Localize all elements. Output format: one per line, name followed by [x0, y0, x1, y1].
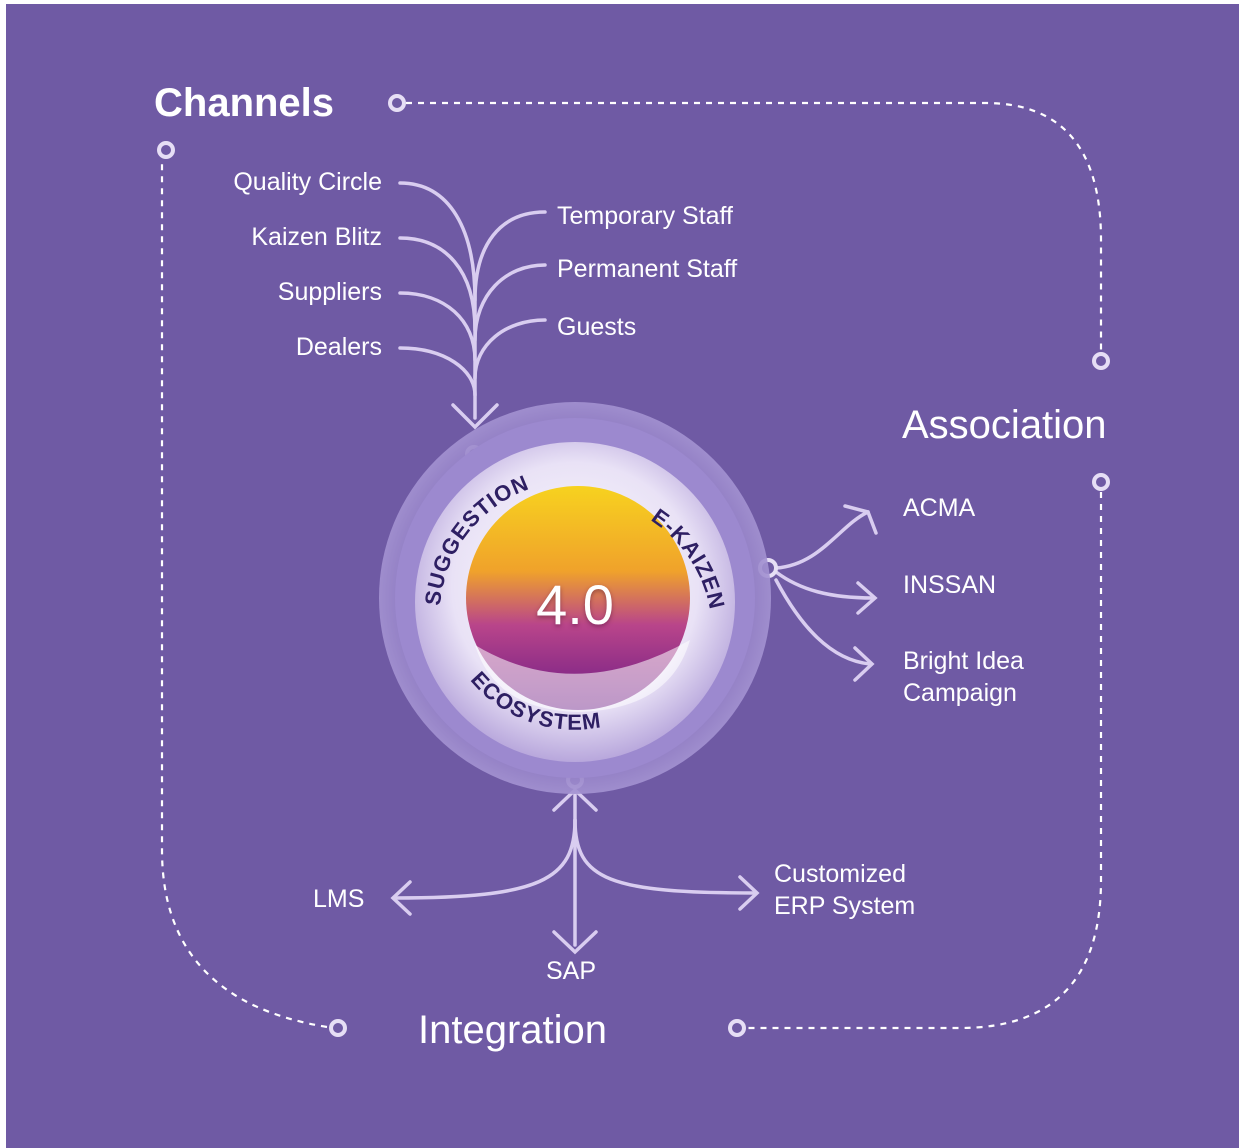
arrow-bright-idea — [853, 646, 875, 682]
dashed-channels-to-association — [406, 101, 1103, 350]
node-association-bottom — [1092, 473, 1110, 491]
flow-guests — [473, 318, 547, 380]
node-channels-left — [157, 141, 175, 159]
branch-bright-idea — [774, 578, 872, 666]
channel-item-permanent-staff: Permanent Staff — [557, 255, 738, 283]
node-integration-left — [329, 1019, 347, 1037]
flow-kaizen-blitz — [398, 236, 477, 332]
branch-inssan — [774, 570, 875, 600]
channels-heading: Channels — [154, 81, 335, 125]
core-sphere-highlight — [475, 640, 690, 712]
association-item-acma: ACMA — [903, 494, 976, 522]
dashed-association-to-integration — [748, 492, 1103, 1030]
arrow-acma — [843, 504, 878, 535]
integration-branch-lines — [390, 787, 760, 955]
arrow-lms — [390, 880, 412, 916]
channels-flow-lines — [398, 181, 547, 430]
arrow-down-channels — [451, 403, 499, 430]
integration-item-sap: SAP — [546, 957, 597, 985]
arrow-inssan — [856, 581, 878, 615]
arrow-erp — [738, 875, 760, 911]
node-channels-label — [388, 94, 406, 112]
arrow-sap — [552, 930, 598, 955]
branch-erp — [573, 818, 757, 895]
outer-dashed-loop — [160, 101, 1103, 1030]
integration-heading: Integration — [418, 1008, 608, 1052]
integration-item-erp-line2: ERP System — [774, 892, 916, 920]
integration-item-lms: LMS — [313, 885, 365, 913]
association-item-bright-idea: Bright Idea — [903, 647, 1024, 675]
channel-item-guests: Guests — [557, 313, 637, 341]
flow-permanent-staff — [473, 263, 547, 342]
core-emblem: SUGGESTION E-KAIZEN ECOSYSTEM — [379, 402, 771, 794]
channel-item-kaizen-blitz: Kaizen Blitz — [251, 223, 382, 251]
flow-suppliers — [398, 291, 477, 362]
channel-item-temporary-staff: Temporary Staff — [557, 202, 734, 230]
flow-dealers — [398, 346, 477, 397]
dashed-integration-to-channels — [160, 162, 328, 1029]
node-integration-right — [728, 1019, 746, 1037]
channel-item-suppliers: Suppliers — [277, 278, 382, 306]
core-sphere — [466, 486, 690, 710]
association-heading: Association — [902, 403, 1107, 447]
association-item-inssan: INSSAN — [903, 571, 997, 599]
core-version: 4.0 — [536, 573, 614, 636]
channel-item-quality-circle: Quality Circle — [233, 168, 382, 196]
branch-lms — [393, 818, 577, 900]
branch-acma — [774, 510, 870, 570]
flow-temporary-staff — [473, 210, 547, 302]
association-item-campaign: Campaign — [903, 679, 1017, 707]
channel-item-dealers: Dealers — [295, 333, 382, 361]
node-association-top — [1092, 352, 1110, 370]
association-branch-lines — [774, 504, 878, 682]
integration-item-erp-line1: Customized — [774, 860, 906, 888]
